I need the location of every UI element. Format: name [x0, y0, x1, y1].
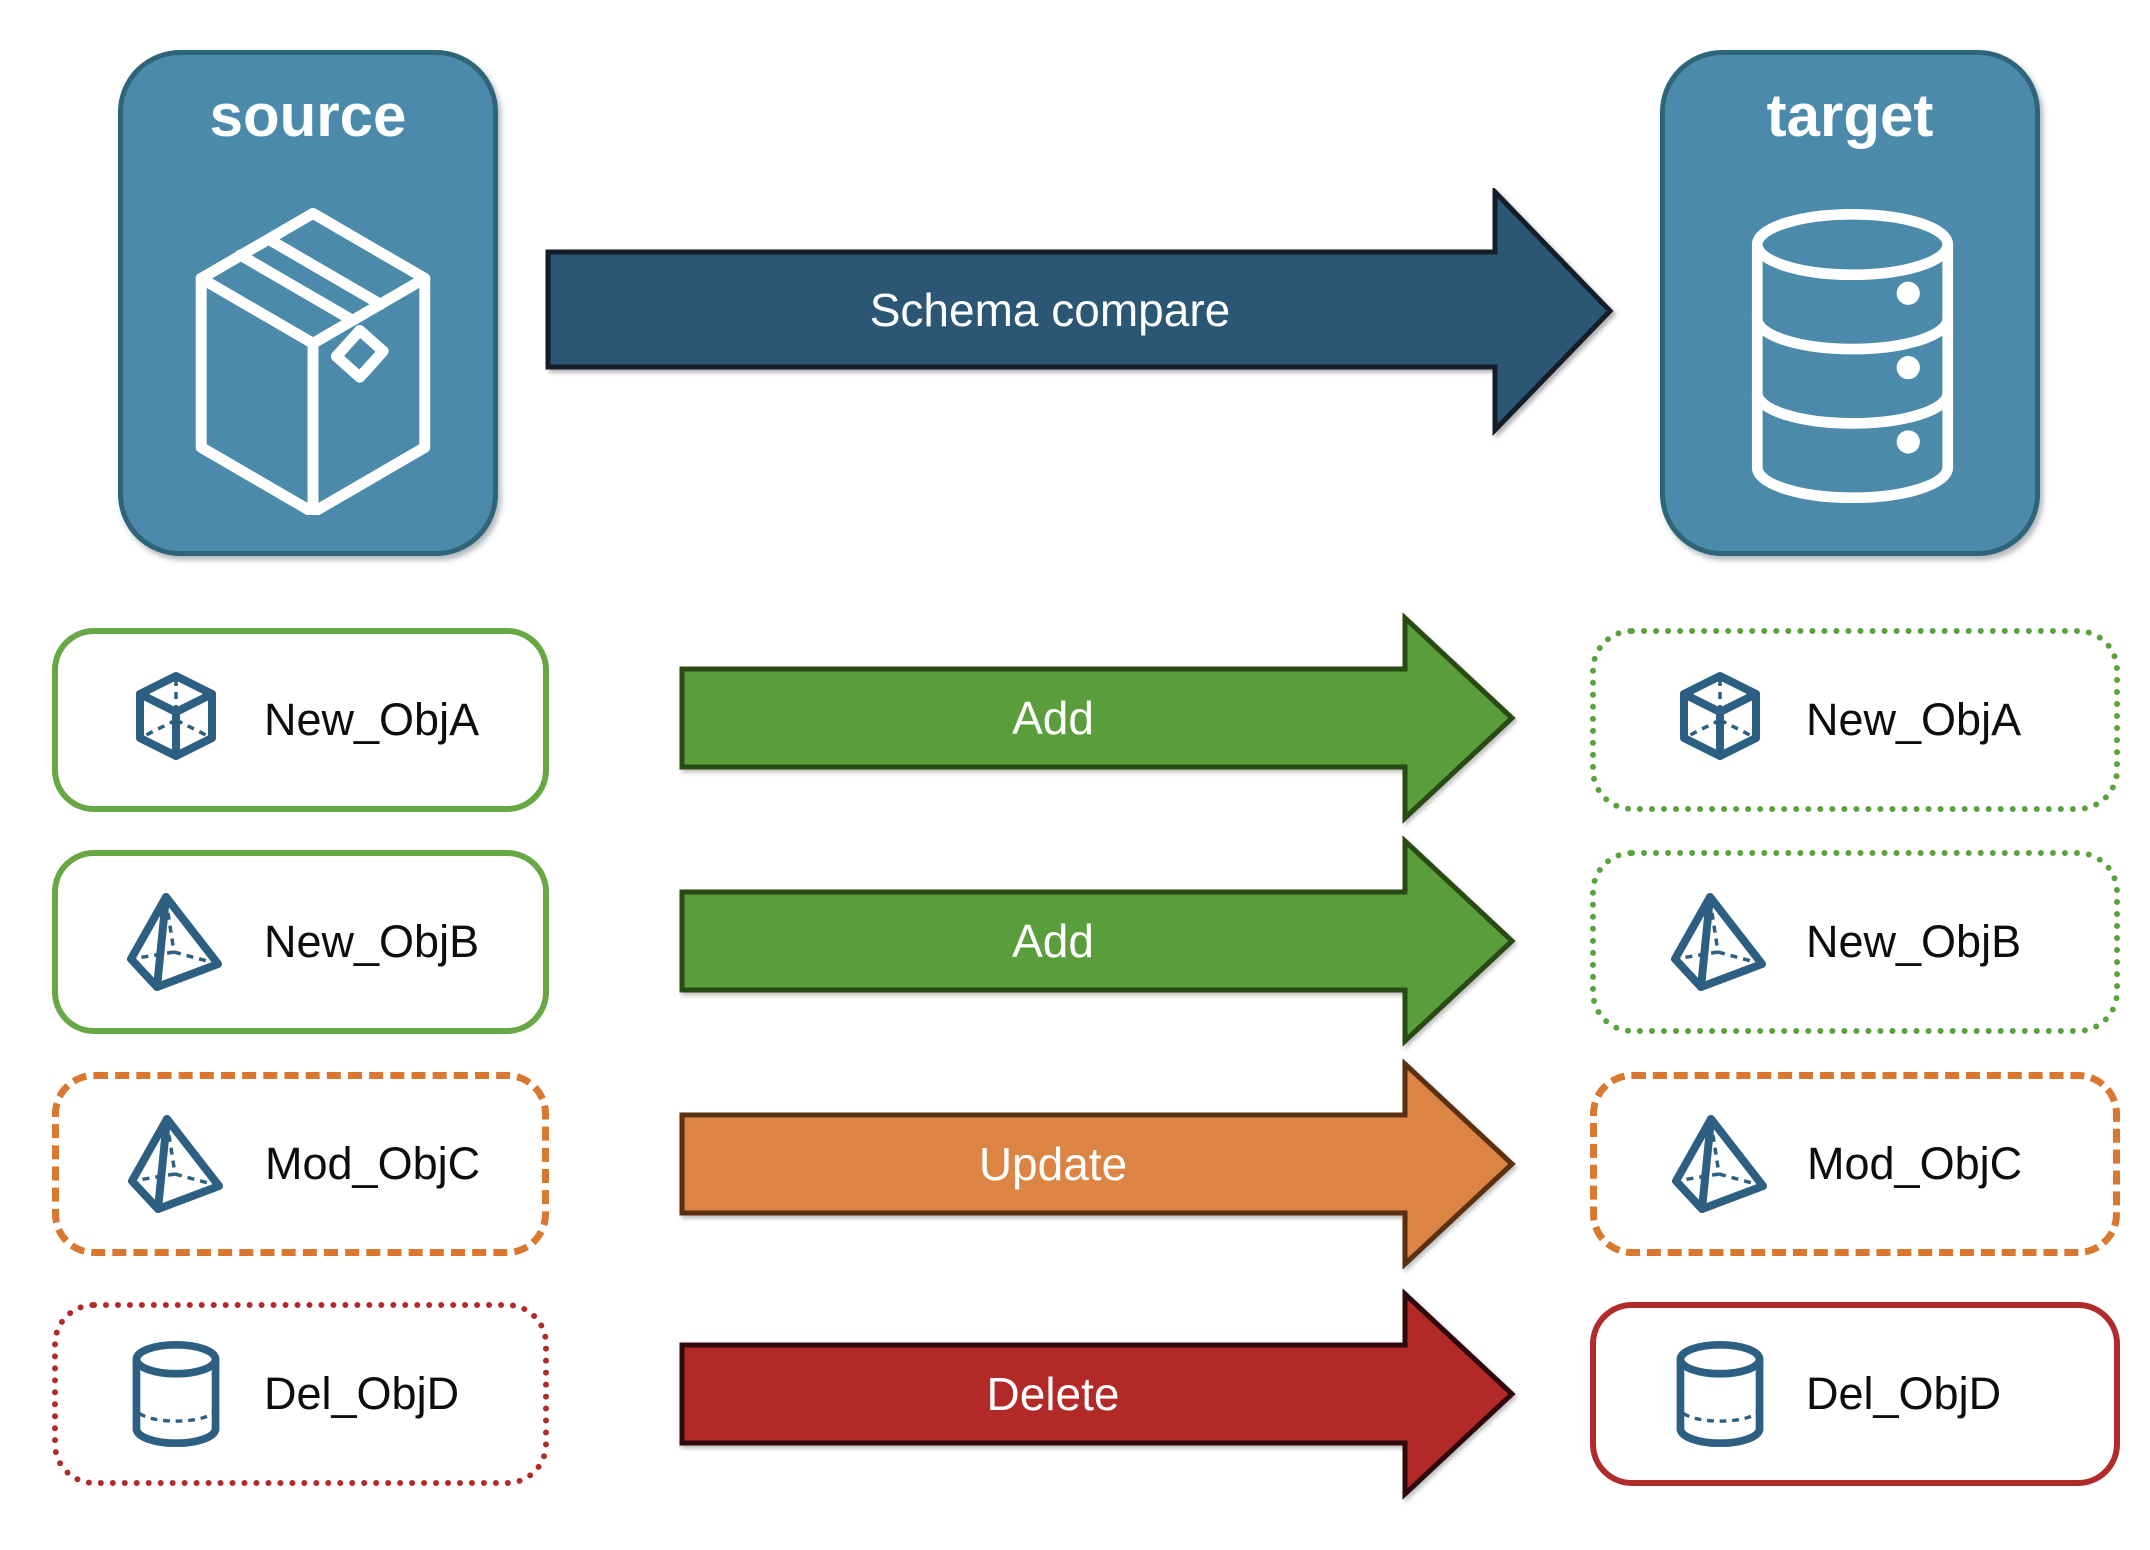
cube-icon: [1670, 668, 1770, 772]
source-object-card-mod-objc: Mod_ObjC: [52, 1072, 549, 1256]
object-label: New_ObjA: [1806, 694, 2022, 745]
update-arrow: [679, 1058, 1516, 1270]
pyramid-icon: [1670, 890, 1770, 994]
database-icon: [1735, 205, 1970, 507]
source-object-card-new-objb: New_ObjB: [52, 850, 549, 1034]
cylinder-icon: [1670, 1340, 1770, 1448]
target-object-card-del-objd: Del_ObjD: [1590, 1302, 2120, 1486]
cube-icon: [126, 668, 226, 772]
object-label: New_ObjB: [1806, 916, 2022, 967]
source-node: source: [118, 50, 498, 556]
delete-arrow-label: Delete: [986, 1368, 1120, 1420]
object-label: New_ObjB: [264, 916, 480, 967]
source-node-title: source: [209, 82, 407, 149]
pyramid-icon: [126, 890, 226, 994]
object-label: New_ObjA: [264, 694, 480, 745]
schema-compare-arrow-label: Schema compare: [869, 283, 1231, 336]
object-label: Mod_ObjC: [1807, 1138, 2023, 1189]
cylinder-icon: [126, 1340, 226, 1448]
add-arrow-2: [679, 835, 1516, 1047]
package-box-icon: [173, 203, 453, 515]
target-node: target: [1660, 50, 2040, 556]
delete-arrow: [679, 1288, 1516, 1500]
add-arrow-1-label: Add: [1012, 692, 1094, 744]
object-label: Mod_ObjC: [265, 1138, 481, 1189]
target-object-card-new-objb: New_ObjB: [1590, 850, 2120, 1034]
object-label: Del_ObjD: [1806, 1368, 2002, 1419]
source-object-card-del-objd: Del_ObjD: [52, 1302, 549, 1486]
add-arrow-1: [679, 612, 1516, 824]
target-object-card-new-obja: New_ObjA: [1590, 628, 2120, 812]
schema-compare-arrow: [545, 188, 1614, 436]
object-label: Del_ObjD: [264, 1368, 460, 1419]
target-node-title: target: [1766, 82, 1934, 149]
pyramid-icon: [127, 1112, 227, 1216]
update-arrow-label: Update: [978, 1138, 1128, 1190]
target-object-card-mod-objc: Mod_ObjC: [1590, 1072, 2120, 1256]
add-arrow-2-label: Add: [1012, 915, 1094, 967]
pyramid-icon: [1671, 1112, 1771, 1216]
source-object-card-new-obja: New_ObjA: [52, 628, 549, 812]
